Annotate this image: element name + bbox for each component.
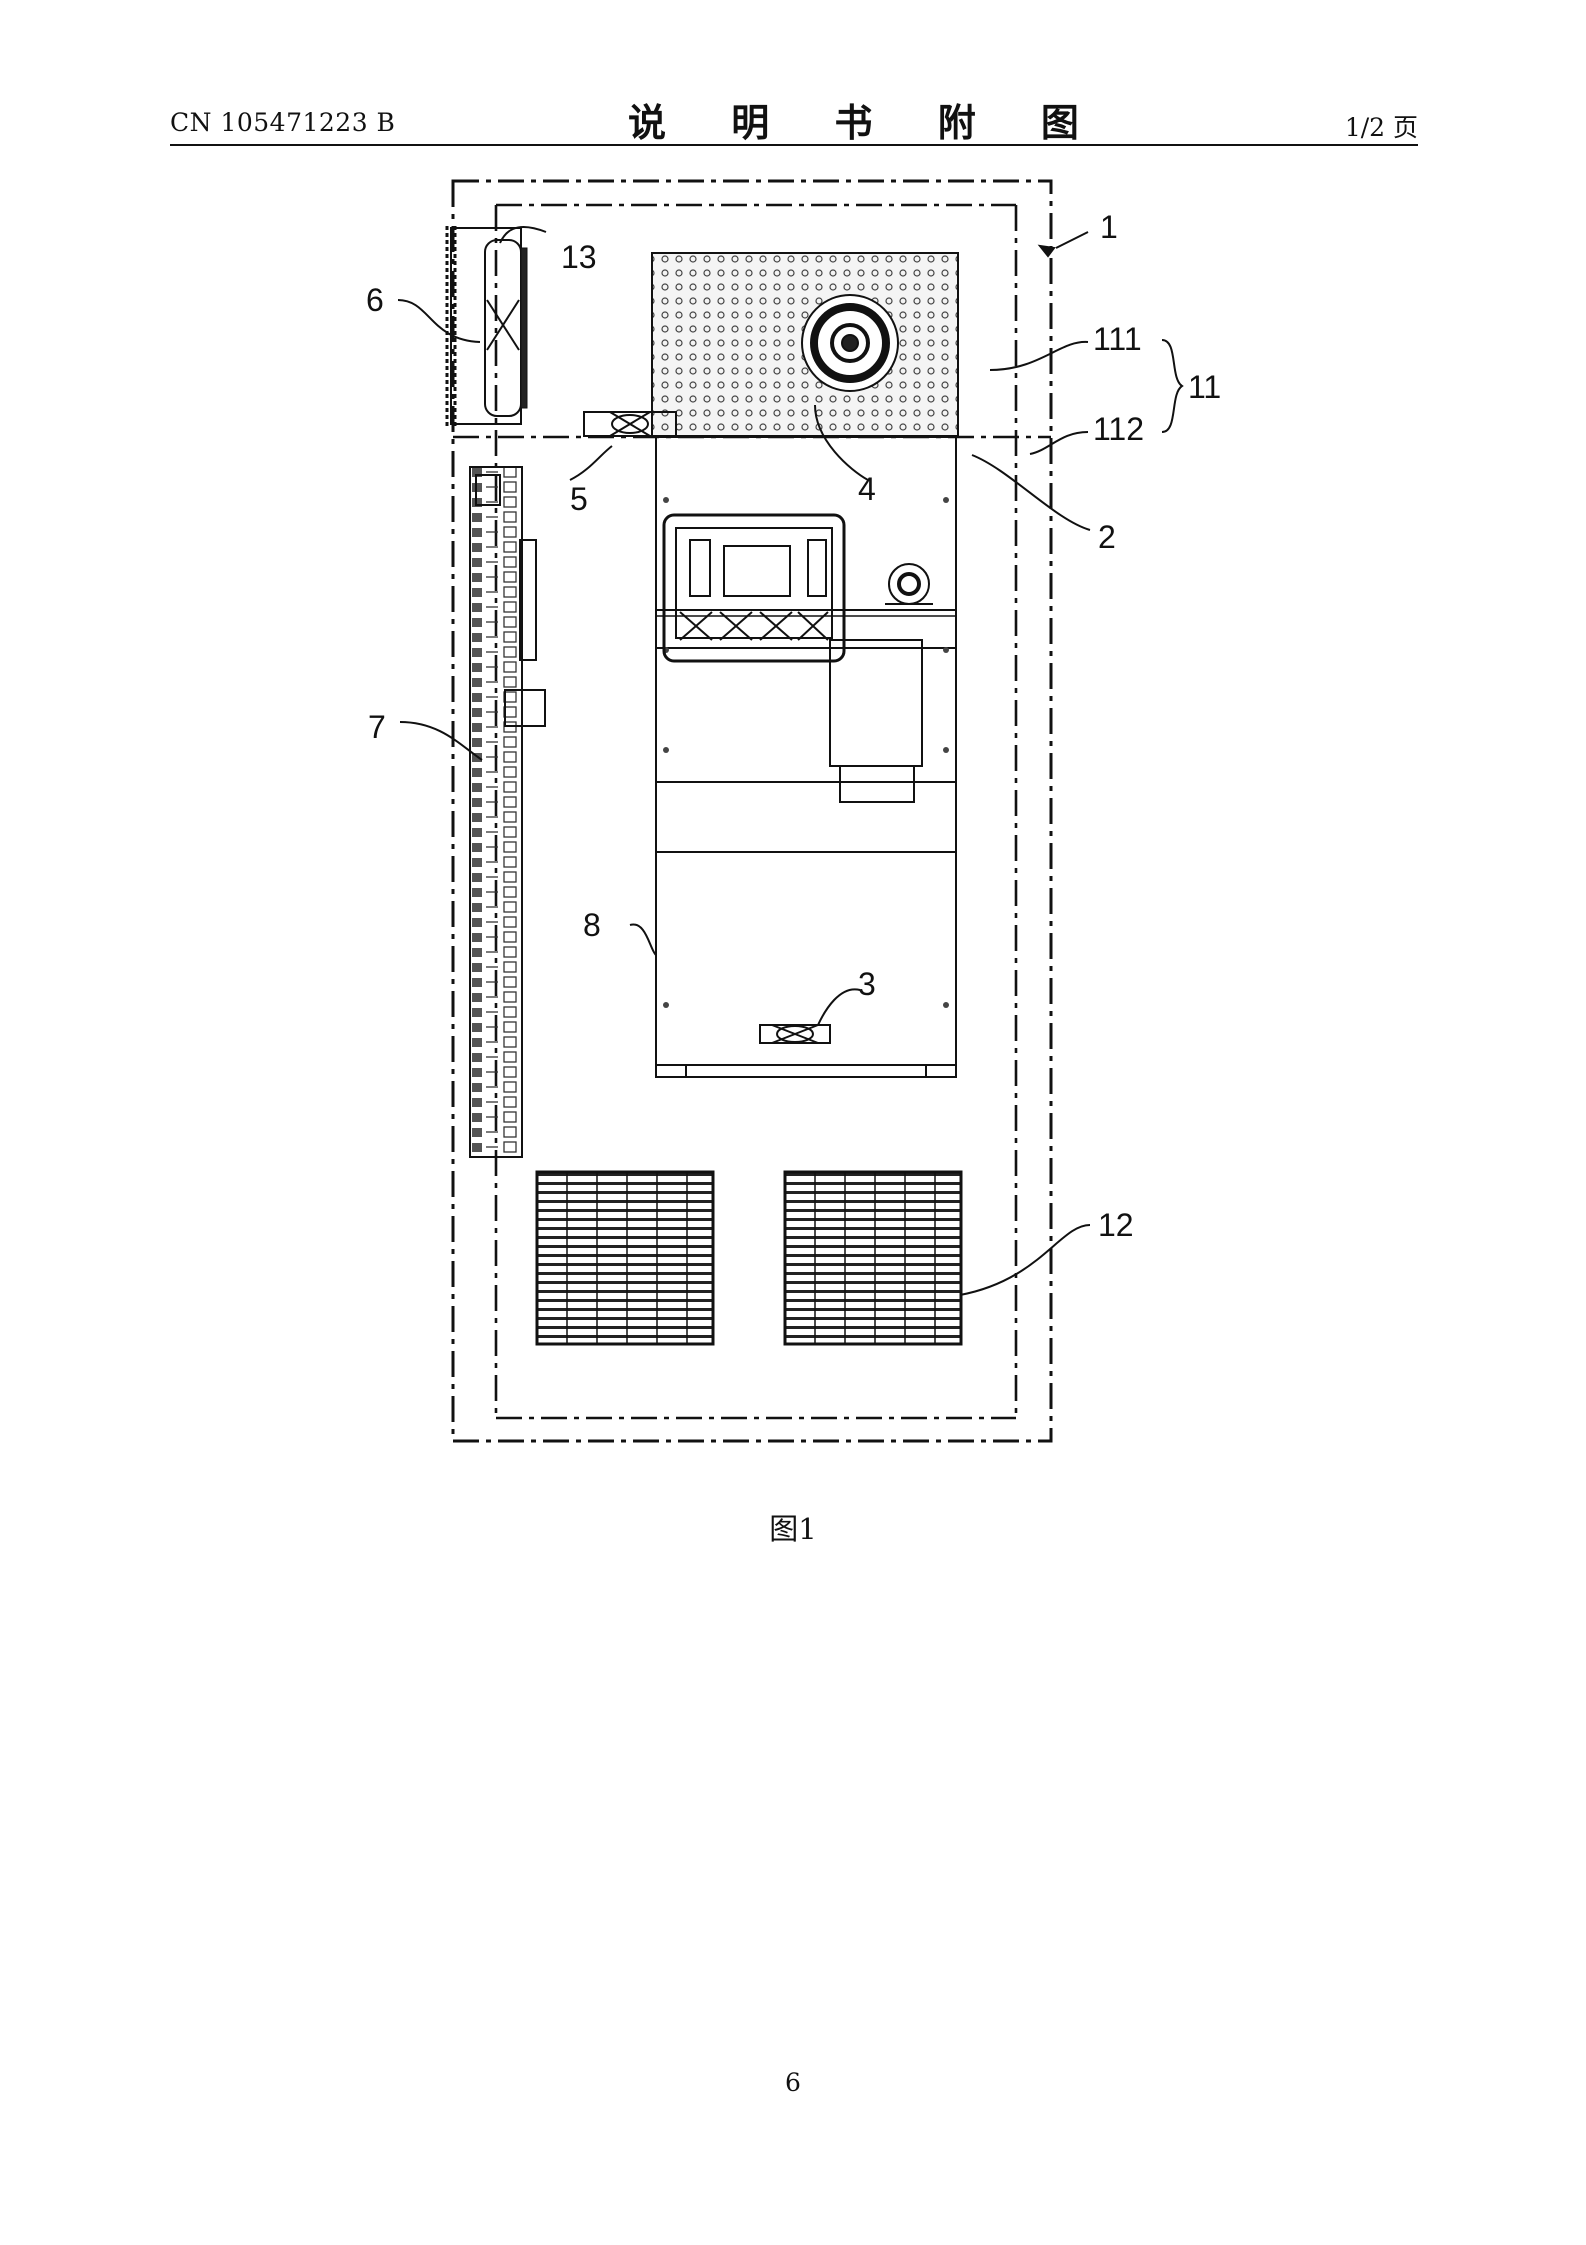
label-2: 2 (1098, 519, 1116, 555)
terminal-rail-7 (469, 466, 546, 1158)
label-11: 11 (1188, 369, 1221, 405)
grille-left (535, 1170, 715, 1346)
fan-5 (583, 411, 677, 437)
label-6: 6 (366, 282, 384, 318)
label-3: 3 (858, 966, 876, 1002)
grille-right (783, 1170, 963, 1346)
heat-exchanger-6 (445, 226, 528, 426)
label-7: 7 (368, 709, 386, 745)
label-12: 12 (1098, 1207, 1134, 1243)
fan-3 (759, 1024, 831, 1044)
patent-number: CN 105471223 B (170, 108, 396, 137)
label-8: 8 (583, 907, 601, 943)
label-111: 111 (1093, 321, 1142, 357)
header-rule (170, 144, 1418, 146)
cabinet-outline (451, 179, 1053, 1443)
label-112: 112 (1093, 411, 1144, 447)
page-of: 1/2 页 (1344, 113, 1418, 142)
small-fan-inner (885, 563, 933, 605)
page-number: 6 (785, 2068, 801, 2097)
duct (829, 639, 923, 803)
label-4: 4 (858, 471, 876, 507)
label-13: 13 (561, 239, 597, 275)
leader-lines (397, 226, 1184, 1296)
screw-dots (663, 497, 949, 1008)
fan-4 (801, 294, 899, 392)
figure-caption: 图1 (769, 1512, 817, 1546)
section-title: 说 明 书 附 图 (628, 101, 1105, 145)
inner-cooling-frame (655, 436, 957, 1078)
compressor-unit (656, 513, 956, 663)
label-5: 5 (570, 481, 588, 517)
label-1: 1 (1100, 209, 1118, 245)
